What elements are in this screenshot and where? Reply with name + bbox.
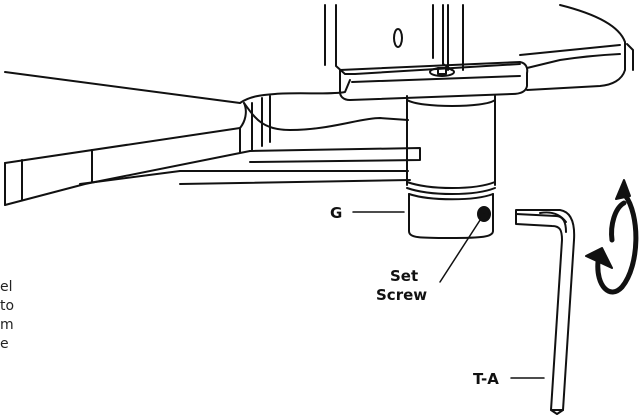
t-a-label: T-A: [473, 370, 499, 388]
desk-surface-right: [519, 4, 634, 91]
cut-off-text-line3: m: [0, 317, 14, 333]
desk-surface: [4, 71, 421, 206]
g-label: G: [330, 204, 343, 222]
set-screw-icon: [439, 206, 491, 283]
cut-off-text-line4: e: [0, 336, 9, 352]
g-collar: [408, 193, 494, 239]
hex-key-icon: [515, 209, 576, 415]
set-screw-label-line2: Screw: [376, 286, 428, 304]
rotation-arrow-icon: [585, 179, 639, 295]
cut-off-text-line2: to: [0, 298, 15, 314]
set-screw-label-line1: Set: [390, 267, 419, 285]
cut-off-text-line1: el: [0, 279, 13, 295]
clamp-plate: [339, 61, 529, 101]
clamp-cylinder: [406, 95, 496, 195]
